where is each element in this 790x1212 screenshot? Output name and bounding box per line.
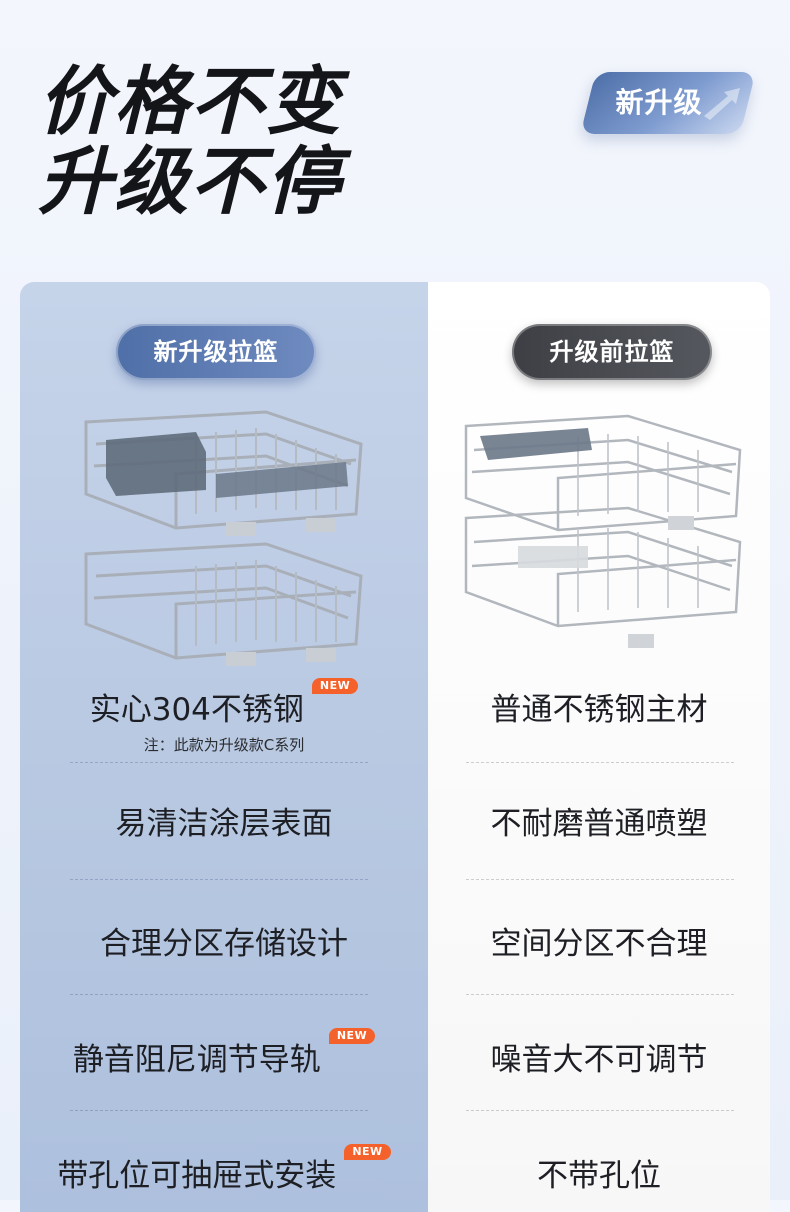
new-tag-5: NEW [344,1144,391,1160]
old-feature-1: 普通不锈钢主材 [428,684,770,729]
new-feature-3-text: 合理分区存储设计 [100,926,348,962]
divider [70,994,368,995]
upgrade-badge: 新升级 [580,72,756,134]
old-feature-4: 噪音大不可调节 [428,1034,770,1079]
new-tag-4: NEW [328,1028,376,1044]
old-feature-5: 不带孔位 [428,1150,770,1195]
arrow-up-icon [704,88,740,120]
new-feature-1: 实心304不锈钢 NEW [20,678,428,729]
old-feature-4-text: 噪音大不可调节 [490,1042,708,1078]
new-basket-image [76,404,366,672]
divider [466,762,734,763]
old-feature-3: 空间分区不合理 [428,918,770,963]
old-basket-title: 升级前拉篮 [512,324,712,380]
new-feature-2: 易清洁涂层表面 [20,798,428,843]
series-note: 注：此款为升级款C系列 [143,736,305,754]
new-feature-4: 静音阻尼调节导轨 NEW [20,1028,428,1079]
divider [70,1110,368,1111]
old-feature-3-text: 空间分区不合理 [490,926,708,962]
new-basket-title: 新升级拉篮 [116,324,316,380]
headline-line-1: 价格不变 [38,59,342,145]
new-basket-column: 新升级拉篮 实心304不锈钢N [20,282,428,1212]
headline-line-2: 升级不停 [38,139,342,225]
divider [466,994,734,995]
new-feature-1-text: 实心304不锈钢 [89,692,304,728]
old-feature-2: 不耐磨普通喷塑 [428,798,770,843]
old-feature-5-text: 不带孔位 [537,1158,661,1194]
divider [466,879,734,880]
divider [466,1110,734,1111]
new-feature-3: 合理分区存储设计 [20,918,428,963]
old-feature-1-text: 普通不锈钢主材 [490,692,708,728]
old-basket-column: 升级前拉篮 普通不锈钢主材 不 [428,282,770,1212]
new-tag-1: NEW [311,678,359,694]
old-feature-2-text: 不耐磨普通喷塑 [490,806,708,842]
divider [70,762,368,763]
new-feature-4-text: 静音阻尼调节导轨 [72,1042,321,1078]
divider [70,879,368,880]
new-feature-5-text: 带孔位可抽屉式安装 [57,1158,337,1194]
old-basket-image [458,406,744,666]
upgrade-badge-label: 新升级 [615,86,703,119]
new-feature-5: 带孔位可抽屉式安装 NEW [20,1144,428,1195]
new-feature-2-text: 易清洁涂层表面 [115,806,333,842]
headline: 价格不变 升级不停 [38,62,342,222]
